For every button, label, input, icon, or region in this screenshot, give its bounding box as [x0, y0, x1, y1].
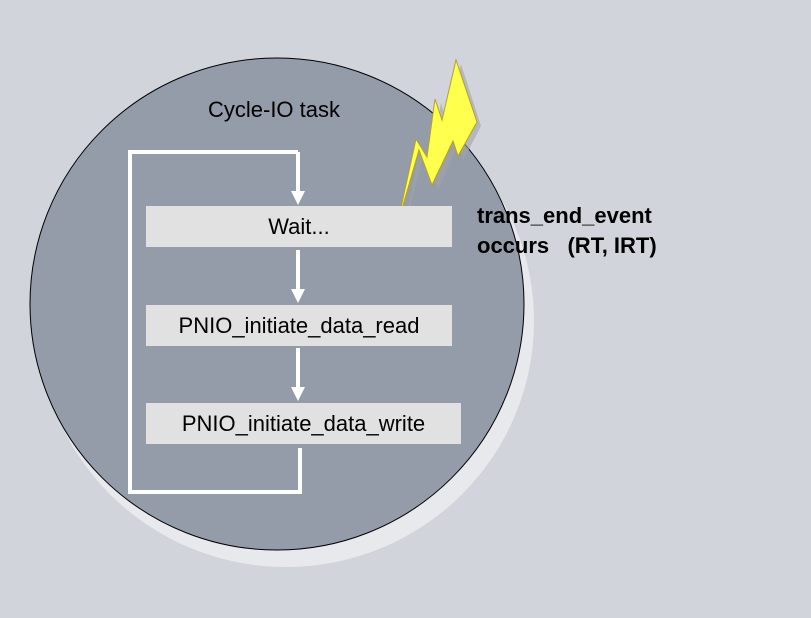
step-initiate-data-write: PNIO_initiate_data_write: [146, 403, 461, 444]
arrow-to-wait-head: [291, 191, 305, 205]
arrow-read-to-write-head: [291, 387, 305, 401]
step-initiate-data-read: PNIO_initiate_data_read: [146, 305, 452, 346]
event-label-line2: occurs (RT, IRT): [477, 233, 657, 258]
lightning-icon: [396, 58, 478, 227]
step-wait: Wait...: [146, 206, 452, 247]
arrow-wait-to-read-head: [291, 289, 305, 303]
event-label-line1: trans_end_event: [477, 203, 652, 228]
loop-line: [128, 150, 302, 494]
event-label: trans_end_event occurs (RT, IRT): [477, 201, 657, 261]
task-title: Cycle-IO task: [207, 97, 341, 122]
